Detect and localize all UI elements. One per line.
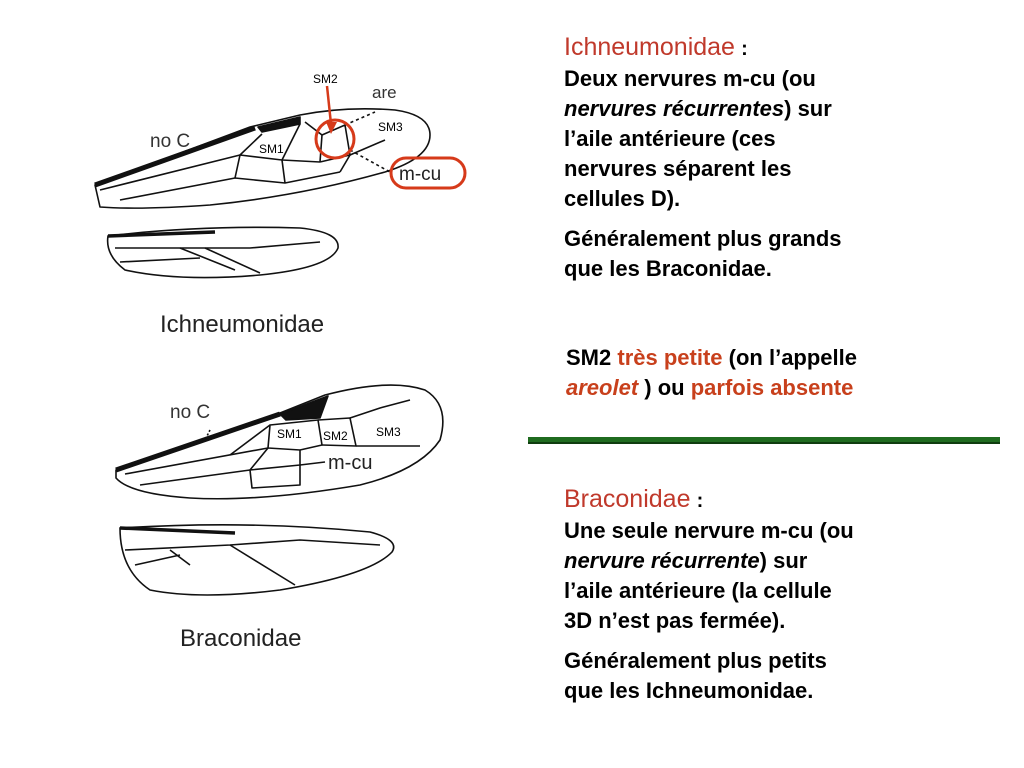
ich-label-sm1: SM1 <box>259 142 284 156</box>
sm2-note-parfois-absente: parfois absente <box>690 375 854 400</box>
braconidae-title-colon: : <box>696 490 704 512</box>
ichneumonidae-description: Ichneumonidae : Deux nervures m-cu (ou n… <box>564 32 842 284</box>
ich-p1-italic: nervures récurrentes <box>564 96 785 121</box>
bra-p1-line2-rest: ) sur <box>759 548 808 573</box>
ich-p2-line1: Généralement plus grands <box>564 226 842 251</box>
braconidae-forewing <box>115 384 444 500</box>
ich-p2-line2: que les Braconidae. <box>564 256 772 281</box>
mcu-highlight <box>389 156 467 190</box>
bra-p1-italic: nervure récurrente <box>564 548 760 573</box>
bra-p1-line3: l’aile antérieure (la cellule <box>564 578 832 603</box>
ich-label-are: are <box>372 83 397 102</box>
braconidae-description: Braconidae : Une seule nervure m-cu (ou … <box>564 484 854 706</box>
sm2-note-areolet: areolet <box>566 375 639 400</box>
braconidae-hindwing <box>119 524 395 596</box>
ich-label-noC: no C <box>150 131 190 152</box>
sm2-note-ou: ) ou <box>644 375 685 400</box>
sm2-note: SM2 très petite (on l’appelle areolet ) … <box>566 343 857 403</box>
sm2-note-tres-petite: très petite <box>617 345 723 370</box>
bra-label-noC: no C <box>170 402 210 423</box>
ich-label-sm3: SM3 <box>378 120 403 134</box>
sm2-note-b: (on l’appelle <box>728 345 858 370</box>
ich-caption: Ichneumonidae <box>160 311 324 338</box>
ichneumonidae-title-colon: : <box>741 38 748 60</box>
braconidae-title: Braconidae <box>564 485 691 513</box>
bra-p2-line2: que les Ichneumonidae. <box>564 678 814 703</box>
ich-p1-line4: nervures séparent les <box>564 156 792 181</box>
ichneumonidae-hindwing <box>106 226 339 279</box>
bra-p1-line4: 3D n’est pas fermée). <box>564 608 786 633</box>
sm2-highlight <box>314 85 356 160</box>
section-divider <box>528 437 1000 444</box>
ich-label-sm2: SM2 <box>313 72 338 86</box>
bra-p1-line1: Une seule nervure m-cu (ou <box>564 518 854 543</box>
bra-label-sm1: SM1 <box>277 427 302 441</box>
ich-p1-line5: cellules D). <box>564 186 681 211</box>
bra-label-sm2: SM2 <box>323 429 348 443</box>
ich-label-mcu: m-cu <box>399 164 441 185</box>
ichneumonidae-forewing <box>94 107 431 209</box>
bra-label-mcu: m-cu <box>328 452 372 474</box>
bra-p2-line1: Généralement plus petits <box>564 648 827 673</box>
sm2-note-a: SM2 <box>566 345 612 370</box>
ich-p1-line2-rest: ) sur <box>784 96 832 121</box>
bra-label-sm3: SM3 <box>376 425 401 439</box>
wing-figures: SM2 are no C SM1 SM3 m-cu Ichneumonidae … <box>94 72 467 652</box>
bra-caption: Braconidae <box>180 625 301 652</box>
ich-p1-line1: Deux nervures m-cu (ou <box>564 66 816 91</box>
ich-p1-line3: l’aile antérieure (ces <box>564 126 776 151</box>
ichneumonidae-title: Ichneumonidae <box>564 33 735 61</box>
